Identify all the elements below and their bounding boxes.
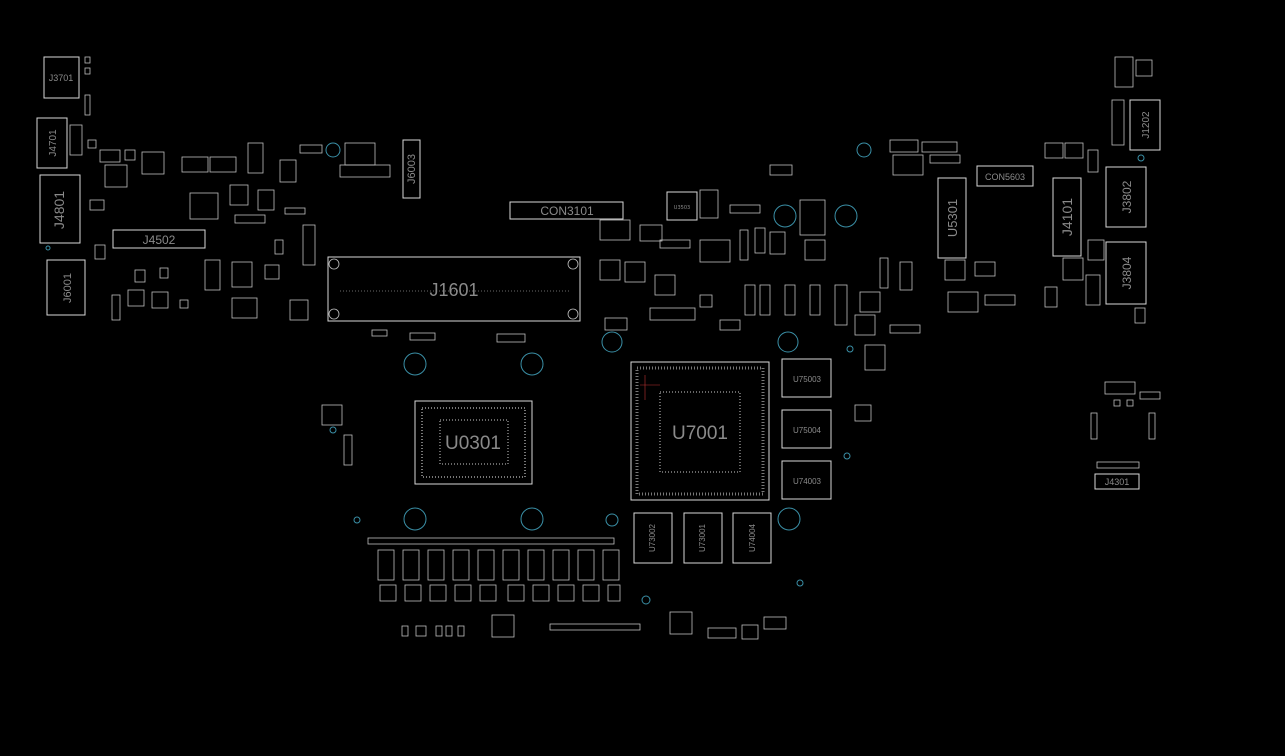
connector-j6003-outline[interactable] bbox=[402, 139, 421, 199]
connector-j3804-outline[interactable] bbox=[1105, 241, 1147, 305]
chip-u73001-outline[interactable] bbox=[683, 512, 723, 564]
connector-j4301-outline[interactable] bbox=[1094, 473, 1140, 490]
connector-j1202-outline[interactable] bbox=[1129, 99, 1161, 151]
right-sub-board: J4301 bbox=[1090, 381, 1161, 490]
label-j4101: J4101 bbox=[1059, 198, 1075, 236]
label-j3701: J3701 bbox=[49, 73, 74, 83]
label-j3802: J3802 bbox=[1120, 180, 1134, 213]
label-j6001: J6001 bbox=[62, 273, 74, 303]
memory-chips: U75003 U75004 U74003 U73002 U73001 U7400… bbox=[633, 358, 832, 564]
label-j3804: J3804 bbox=[1120, 256, 1134, 289]
label-u7001: U7001 bbox=[672, 423, 728, 444]
label-u74003: U74003 bbox=[793, 477, 822, 486]
connector-j4101-outline[interactable] bbox=[1052, 177, 1082, 257]
chip-u0301-outline[interactable] bbox=[414, 400, 533, 485]
label-j4701: J4701 bbox=[48, 129, 59, 157]
label-j4502: J4502 bbox=[143, 233, 176, 247]
chip-u73002-outline[interactable] bbox=[633, 512, 673, 564]
chip-u75003-outline[interactable] bbox=[781, 358, 832, 398]
label-j4301: J4301 bbox=[1105, 477, 1130, 487]
label-j1202: J1202 bbox=[1141, 111, 1152, 139]
label-u0301: U0301 bbox=[445, 433, 501, 454]
label-u74004: U74004 bbox=[748, 523, 757, 552]
chip-u3503-outline[interactable] bbox=[666, 191, 698, 221]
label-j6003: J6003 bbox=[406, 154, 418, 184]
connector-con3101-outline[interactable] bbox=[509, 201, 624, 220]
connector-j4701-outline[interactable] bbox=[36, 117, 68, 169]
chip-u75004-outline[interactable] bbox=[781, 409, 832, 449]
connector-j3802-outline[interactable] bbox=[1105, 166, 1147, 228]
connector-con5603-outline[interactable] bbox=[976, 165, 1034, 187]
label-j1601: J1601 bbox=[429, 280, 478, 300]
label-u5301: U5301 bbox=[945, 199, 960, 237]
connector-j1601-outline[interactable] bbox=[327, 256, 581, 322]
chip-u74004-outline[interactable] bbox=[732, 512, 772, 564]
label-con3101: CON3101 bbox=[540, 204, 594, 218]
connector-j6001-outline[interactable] bbox=[46, 259, 86, 316]
label-u3503: U3503 bbox=[674, 205, 690, 211]
label-j4801: J4801 bbox=[51, 191, 67, 229]
right-connector-cluster: U5301 CON5603 J4101 J3802 J3804 J1202 bbox=[889, 56, 1161, 324]
label-u73001: U73001 bbox=[698, 523, 707, 552]
left-connector-cluster: J3701 J4701 J4801 J4502 J6001 J6003 bbox=[36, 56, 421, 321]
gpu-area: U7001 bbox=[630, 361, 801, 531]
label-u73002: U73002 bbox=[648, 523, 657, 552]
power-stage-row bbox=[321, 404, 872, 640]
label-u75003: U75003 bbox=[793, 375, 822, 384]
chip-u74003-outline[interactable] bbox=[781, 460, 832, 500]
top-middle-area: CON3101 J1601 U3503 bbox=[327, 142, 921, 371]
label-con5603: CON5603 bbox=[985, 172, 1025, 182]
connector-j4801-outline[interactable] bbox=[39, 174, 81, 244]
cpu-area: U0301 bbox=[353, 352, 619, 531]
chip-u7001-outline[interactable] bbox=[630, 361, 770, 501]
label-u75004: U75004 bbox=[793, 426, 822, 435]
connector-j4502-outline[interactable] bbox=[112, 229, 206, 249]
connector-j3701-outline[interactable] bbox=[43, 56, 80, 99]
chip-u5301-outline[interactable] bbox=[937, 177, 967, 259]
